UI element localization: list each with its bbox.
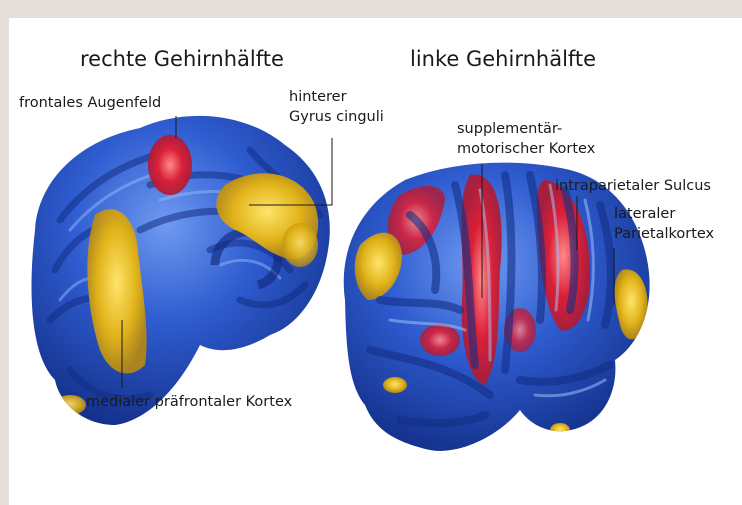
sma-label-line1: supplementär-: [457, 121, 562, 137]
frontal-eye-field-activation: [148, 135, 192, 195]
right-hemisphere-heading: rechte Gehirnhälfte: [80, 47, 284, 71]
left-hemisphere-brain: [344, 163, 650, 451]
frontal-eye-field-label: frontales Augenfeld: [19, 95, 161, 111]
lateral-parietal-label-line1: lateraler: [614, 206, 675, 222]
intraparietal-label: intraparietaler Sulcus: [555, 178, 711, 194]
sma-label-line2: motorischer Kortex: [457, 141, 596, 157]
lateral-parietal-label-line2: Parietalkortex: [614, 226, 715, 242]
medial-prefrontal-label: medialer präfrontaler Kortex: [86, 394, 293, 410]
left-hemisphere-heading: linke Gehirnhälfte: [410, 47, 596, 71]
right-hemisphere-brain: [32, 116, 330, 425]
posterior-cingulate-label-line1: hinterer: [289, 89, 347, 105]
posterior-cingulate-label-line2: Gyrus cinguli: [289, 109, 384, 125]
